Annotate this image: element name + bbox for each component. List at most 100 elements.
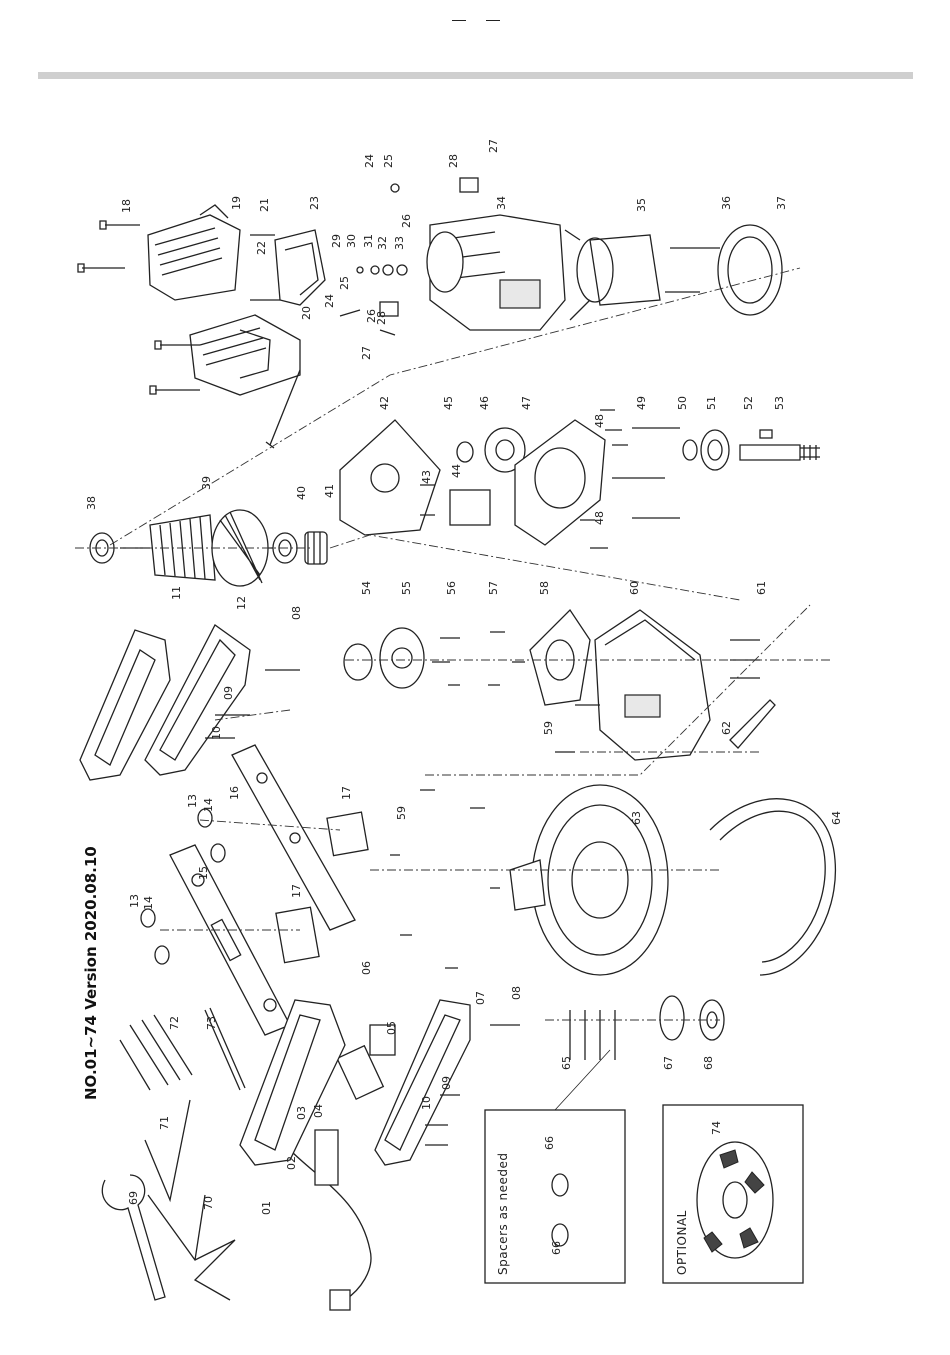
part-label-28: 28 — [375, 311, 388, 325]
part-label-65: 65 — [560, 1056, 573, 1070]
part-label-14: 14 — [142, 896, 155, 910]
part-label-66: 66 — [543, 1136, 556, 1150]
part-label-72: 72 — [168, 1016, 181, 1030]
part-label-42: 42 — [378, 396, 391, 410]
part-label-25: 25 — [338, 276, 351, 290]
part-05-switch — [336, 1024, 396, 1101]
part-36-screws — [665, 247, 720, 293]
part-58-plate — [529, 608, 591, 706]
header-dash-left — [452, 20, 466, 21]
part-label-39: 39 — [200, 476, 213, 490]
part-54-55-flange — [343, 627, 425, 689]
part-label-54: 54 — [360, 581, 373, 595]
part-label-08: 08 — [510, 986, 523, 1000]
part-37-ring — [717, 224, 783, 316]
part-69-wrench — [101, 1174, 166, 1301]
part-42-plate — [339, 419, 441, 536]
part-16-rail — [231, 744, 356, 931]
part-34-motor-housing — [426, 214, 566, 331]
part-66-spacers — [551, 1173, 569, 1247]
part-label-07: 07 — [474, 991, 487, 1005]
part-label-24: 24 — [323, 294, 336, 308]
part-label-38: 38 — [85, 496, 98, 510]
part-47-gear-housing — [514, 419, 606, 546]
part-label-48: 48 — [593, 414, 606, 428]
part-20-rear-cover — [189, 314, 301, 396]
part-label-27: 27 — [360, 346, 373, 360]
part-label-58: 58 — [538, 581, 551, 595]
part-label-45: 45 — [442, 396, 455, 410]
part-label-14: 14 — [202, 798, 215, 812]
part-label-24: 24 — [363, 154, 376, 168]
assembly-lines — [75, 267, 830, 1021]
header-rule — [38, 72, 913, 79]
part-67-68-nuts — [659, 995, 725, 1041]
part-23-cap — [274, 229, 326, 306]
part-label-03: 03 — [295, 1106, 308, 1120]
part-19-rear-cover — [147, 204, 241, 301]
part-label-25: 25 — [382, 154, 395, 168]
part-65-screws — [569, 1010, 616, 1060]
diagram-title: NO.01~74 Version 2020.08.10 — [82, 846, 100, 1100]
part-74-cup-wheel — [696, 1141, 774, 1259]
part-label-43: 43 — [420, 470, 433, 484]
part-label-60: 60 — [628, 581, 641, 595]
part-label-13: 13 — [186, 794, 199, 808]
part-label-12: 12 — [235, 596, 248, 610]
part-02-sleeve — [314, 1129, 339, 1186]
part-label-17: 17 — [340, 786, 353, 800]
optional-label: OPTIONAL — [675, 1210, 689, 1275]
part-label-10: 10 — [420, 1096, 433, 1110]
part-label-21: 21 — [258, 198, 271, 212]
part-label-62: 62 — [720, 721, 733, 735]
part-60-guard — [594, 609, 711, 761]
header-dash-right — [486, 20, 500, 21]
part-24-33-brushes — [339, 177, 479, 336]
part-label-70: 70 — [202, 1196, 215, 1210]
part-label-50: 50 — [676, 396, 689, 410]
part-label-15: 15 — [197, 866, 210, 880]
part-08-09-10-screws — [205, 669, 300, 739]
part-label-17: 17 — [290, 884, 303, 898]
part-62-brush-strip — [729, 699, 776, 749]
part-label-63: 63 — [630, 811, 643, 825]
part-label-10: 10 — [210, 726, 223, 740]
part-label-56: 56 — [445, 581, 458, 595]
part-17-brackets — [275, 811, 369, 964]
part-label-28: 28 — [447, 154, 460, 168]
part-label-08: 08 — [290, 606, 303, 620]
part-label-13: 13 — [128, 894, 141, 908]
part-72-keys — [119, 1014, 193, 1091]
part-label-69: 69 — [127, 1191, 140, 1205]
part-12-handle-base — [144, 624, 251, 776]
part-label-22: 22 — [255, 241, 268, 255]
part-label-37: 37 — [775, 196, 788, 210]
spacers-leader — [554, 1049, 611, 1111]
part-63-hood — [509, 784, 669, 976]
part-50-53-spindle — [682, 429, 820, 471]
part-label-73: 73 — [205, 1016, 218, 1030]
part-label-06: 06 — [360, 961, 373, 975]
part-56-57-screws — [432, 631, 525, 686]
part-label-59: 59 — [542, 721, 555, 735]
part-label-01: 01 — [260, 1201, 273, 1215]
part-label-71: 71 — [158, 1116, 171, 1130]
part-45-46-gear — [456, 427, 526, 473]
part-35-field — [564, 229, 661, 321]
part-label-09: 09 — [222, 686, 235, 700]
part-59-hood-screws — [390, 789, 500, 969]
part-label-68: 68 — [702, 1056, 715, 1070]
part-label-40: 40 — [295, 486, 308, 500]
part-label-53: 53 — [773, 396, 786, 410]
part-71-hex-key — [144, 1099, 191, 1203]
part-11-handle — [79, 629, 171, 781]
part-label-41: 41 — [323, 484, 336, 498]
part-43-44 — [420, 484, 491, 526]
part-label-66: 66 — [550, 1241, 563, 1255]
part-label-30: 30 — [345, 234, 358, 248]
part-label-16: 16 — [228, 786, 241, 800]
part-48-49-screws — [580, 409, 680, 549]
